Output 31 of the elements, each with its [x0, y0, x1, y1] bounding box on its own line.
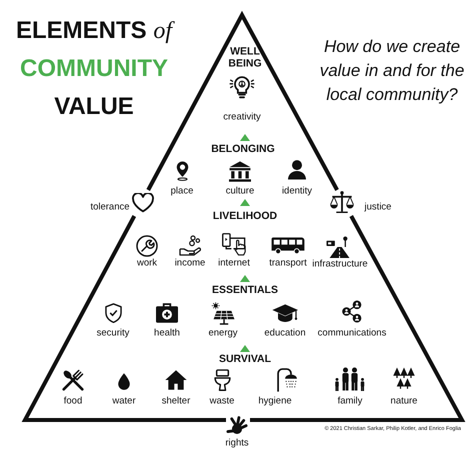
item-label: health: [154, 328, 180, 340]
level-heading: WELL BEING: [227, 46, 263, 70]
item-label: food: [64, 396, 82, 408]
title: ELEMENTS of COMMUNITY VALUE: [14, 12, 174, 126]
item-label: creativity: [223, 112, 261, 124]
level-heading: ESSENTIALS: [212, 285, 278, 297]
item-label: education: [264, 328, 306, 340]
item-label: communications: [318, 328, 386, 340]
level-heading: SURVIVAL: [218, 354, 272, 366]
item-label: justice: [364, 202, 392, 214]
item-label: place: [170, 186, 194, 198]
item-label: water: [112, 396, 136, 408]
item-label: nature: [390, 396, 418, 408]
item-label: family: [338, 396, 362, 408]
item-label: culture: [226, 186, 254, 198]
item-label: waste: [210, 396, 234, 408]
question-text: How do we create value in and for the local community?: [318, 36, 466, 106]
item-label: identity: [282, 186, 312, 198]
item-label: rights: [225, 438, 249, 450]
level-heading: LIVELIHOOD: [212, 211, 278, 223]
item-label: energy: [208, 328, 238, 340]
item-label: work: [136, 258, 158, 270]
item-label: shelter: [162, 396, 190, 408]
item-label: transport: [269, 258, 307, 270]
item-label: infrastructure: [312, 260, 368, 270]
item-label: tolerance: [90, 202, 130, 214]
item-label: security: [96, 328, 130, 340]
item-label: hygiene: [258, 396, 292, 408]
item-label: income: [174, 258, 206, 270]
level-heading: BELONGING: [211, 144, 275, 156]
item-label: internet: [218, 258, 250, 270]
